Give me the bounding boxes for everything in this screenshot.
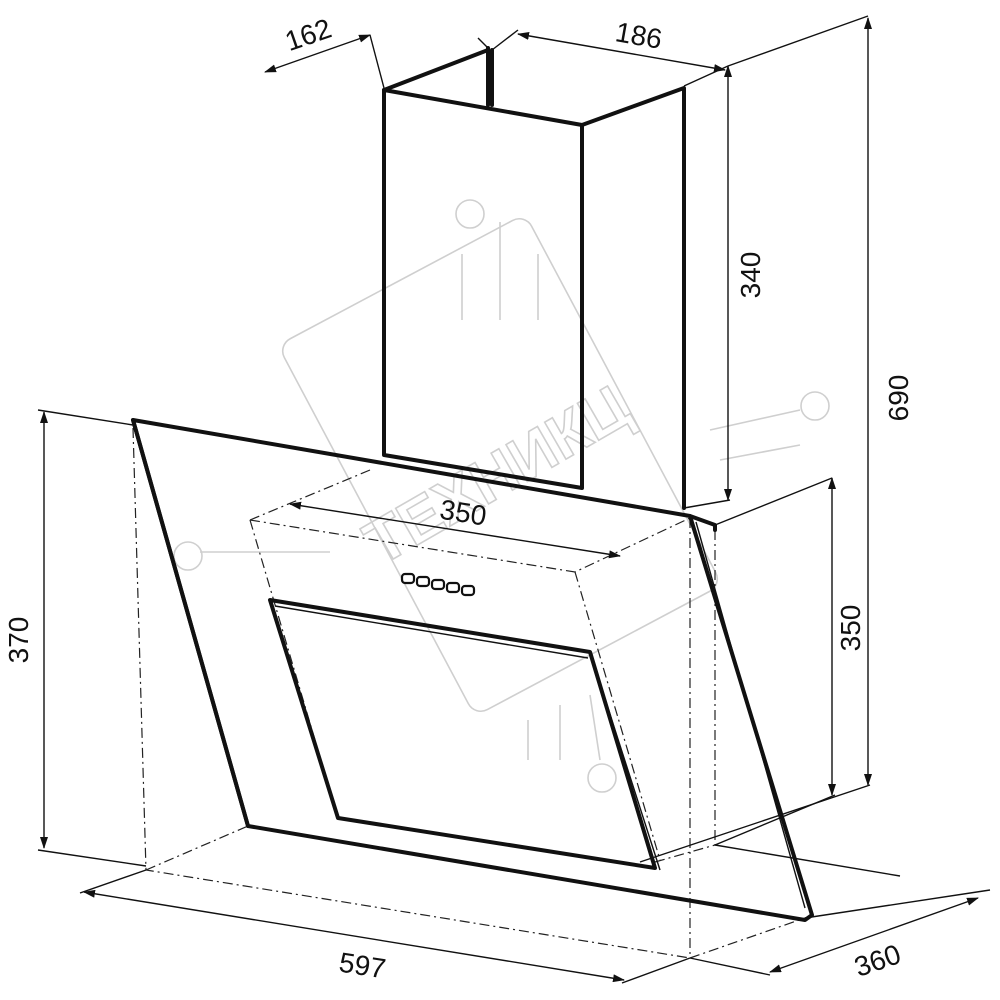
dim-label-360: 360 [850,938,904,983]
dim-chimney-depth: 162 [264,13,489,89]
watermark-node-icon [173,541,203,571]
watermark-node-icon [587,763,617,793]
filter-panel [268,598,657,870]
dim-label-350-vertical: 350 [835,605,866,652]
dim-total-height: 690 [639,15,914,863]
watermark-node-icon [800,391,830,421]
dim-body-height: 370 [3,409,147,867]
dim-label-597: 597 [337,947,388,985]
dim-label-350-width: 350 [438,494,489,532]
dim-panel-width: 350 [289,494,621,559]
dim-hood-width: 597 [79,869,691,985]
chimney-top-edge [382,48,490,92]
watermark-node-icon [455,199,485,229]
chimney-side [580,86,686,510]
control-button [400,572,416,585]
control-buttons [400,572,476,597]
dim-hood-depth: 360 [689,844,991,983]
dim-label-186: 186 [613,16,664,55]
dim-label-370: 370 [3,617,34,664]
watermark: ТЕХНИКЦ [173,199,830,793]
control-button [445,581,461,594]
control-button [415,575,431,588]
dim-label-690: 690 [883,375,914,422]
control-button [430,578,446,591]
dim-chimney-width: 186 [491,16,729,87]
dim-label-340: 340 [735,252,766,299]
control-button [460,584,476,597]
dim-panel-height: 350 [714,477,866,846]
chimney-front [382,88,584,490]
dim-chimney-height: 340 [683,65,766,509]
